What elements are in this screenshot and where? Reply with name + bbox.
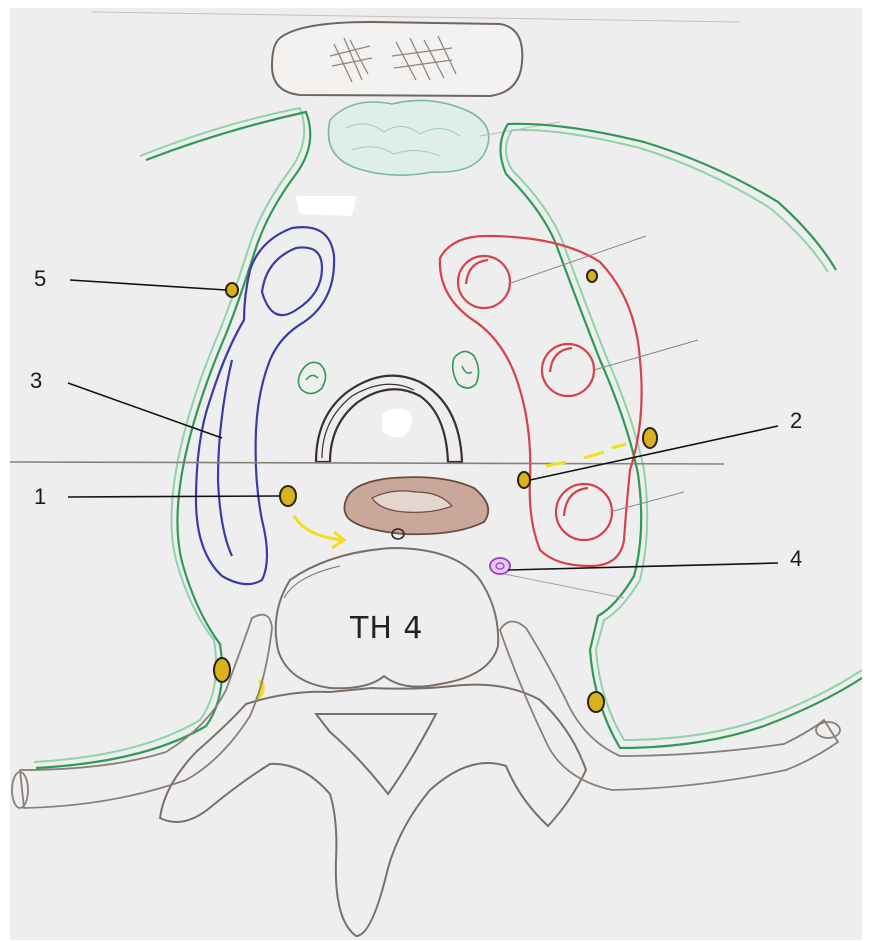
- label-4: 4: [790, 548, 802, 570]
- thymus: [328, 100, 488, 175]
- label-3: 3: [30, 370, 42, 392]
- azygos-vein: [490, 558, 510, 574]
- vertebra-label: TH 4: [350, 614, 424, 644]
- lymph-node-1: [280, 486, 296, 506]
- lymph-node-left-lower: [214, 658, 230, 682]
- label-5: 5: [34, 268, 46, 290]
- leader-line-1: [68, 496, 280, 497]
- label-2: 2: [790, 410, 802, 432]
- lymph-node-right-middle: [643, 428, 657, 448]
- esophagus: [344, 477, 488, 534]
- label-1: 1: [34, 486, 46, 508]
- sternum: [272, 22, 522, 96]
- lymph-node-right-upper: [587, 270, 597, 282]
- lymph-node-5: [226, 283, 238, 297]
- lymph-node-right-lower: [588, 692, 604, 712]
- lymph-node-2: [518, 472, 530, 488]
